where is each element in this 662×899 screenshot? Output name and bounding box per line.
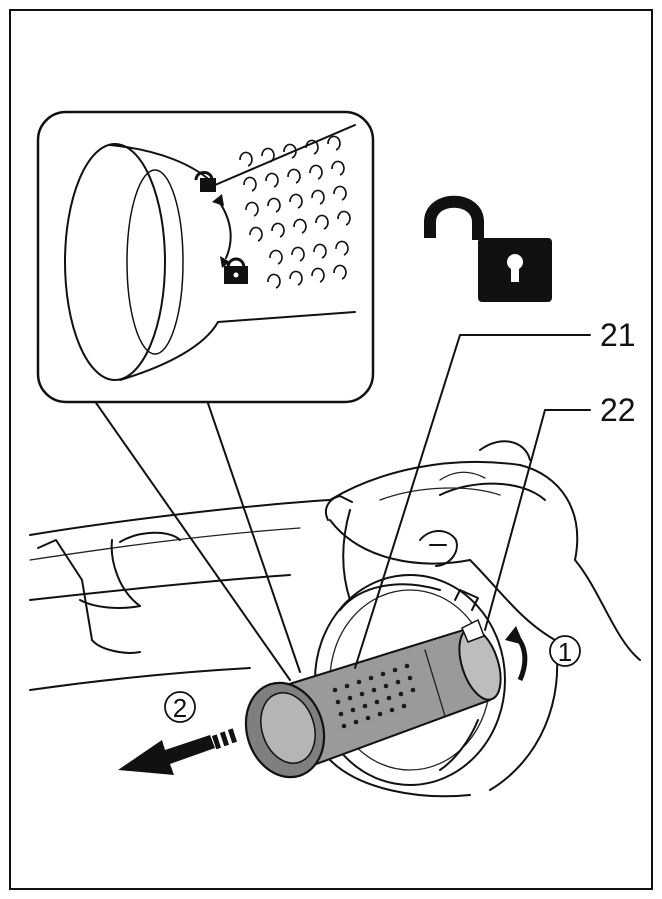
padlock-open-small-icon — [194, 171, 216, 192]
inset-cup-mouth — [64, 143, 166, 381]
engine-body — [29, 440, 641, 798]
callout-21-label: 21 — [600, 317, 636, 353]
filter-cylinder — [244, 618, 502, 779]
step-2-marker: 2 — [164, 691, 196, 723]
inset-perforation-pattern — [239, 135, 351, 289]
padlock-open-icon — [424, 195, 552, 302]
perforation-holes — [332, 663, 416, 729]
rotation-arrow-icon — [505, 626, 528, 682]
padlock-closed-small-icon — [224, 257, 248, 284]
leader-line-21 — [354, 334, 591, 669]
detail-inset — [36, 110, 375, 681]
step-1-marker: 1 — [549, 635, 581, 667]
frame-border — [9, 9, 653, 890]
leader-line-22 — [484, 409, 591, 631]
step-2-label: 2 — [173, 693, 187, 723]
callout-22-label: 22 — [600, 392, 636, 428]
pull-out-arrow-icon — [118, 728, 238, 775]
step-1-label: 1 — [558, 637, 572, 667]
